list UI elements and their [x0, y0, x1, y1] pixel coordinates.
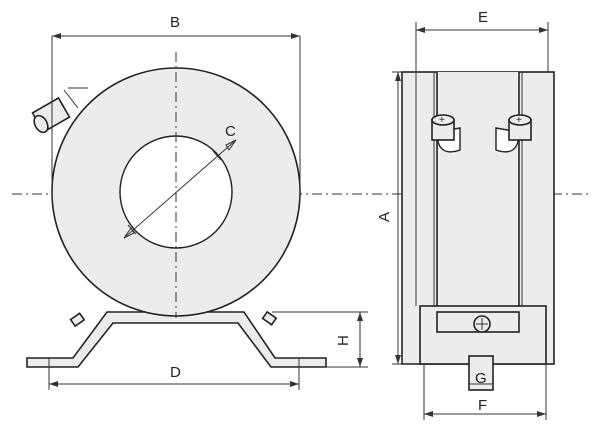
grounding-screw	[473, 315, 491, 333]
terminal-right: +	[508, 114, 532, 141]
bracket-screw-right	[261, 310, 278, 326]
front-view: C B D H	[26, 14, 368, 390]
svg-text:+: +	[516, 115, 522, 126]
dimension-g-label: G	[475, 370, 487, 387]
terminal-stub	[31, 96, 71, 134]
terminal-left: +	[431, 114, 455, 141]
dimension-b-label: B	[170, 14, 180, 31]
dimension-f-label: F	[478, 397, 487, 414]
bracket-screw-left	[69, 312, 86, 328]
svg-text:+: +	[439, 115, 445, 126]
side-channel	[436, 72, 520, 311]
dimension-e-label: E	[478, 9, 488, 26]
dimension-d-label: D	[170, 364, 181, 381]
dimension-h-label: H	[335, 335, 352, 346]
terminal-dimension-line	[63, 89, 79, 109]
dimension-a-label: A	[376, 212, 393, 222]
dimension-c-label: C	[225, 123, 236, 140]
side-view: + + E A G	[376, 9, 555, 420]
